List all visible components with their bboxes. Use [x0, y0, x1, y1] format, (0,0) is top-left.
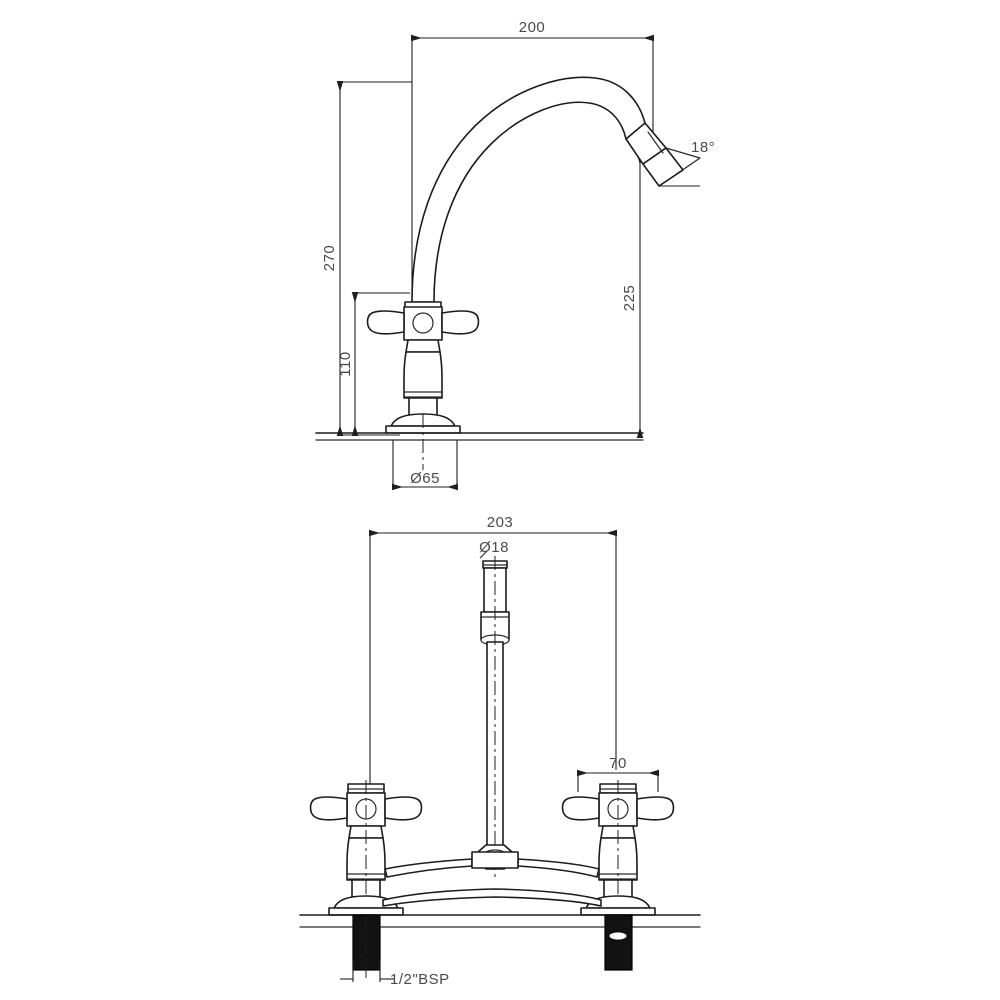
dimension-base-diameter-65: Ø65 — [391, 414, 459, 491]
dimension-thread-bsp: 1/2"BSP — [340, 915, 450, 988]
side-elevation-view: 200 270 110 225 — [315, 19, 715, 491]
dimension-label-70: 70 — [609, 755, 627, 772]
dimension-label-203: 203 — [487, 514, 514, 531]
tap-bridge-body — [382, 851, 602, 907]
spout-arc — [411, 76, 646, 303]
dimension-label-d18: Ø18 — [479, 539, 509, 556]
spout-riser-front — [477, 556, 513, 880]
dimension-label-18deg: 18° — [691, 139, 715, 156]
handle-right-front — [561, 780, 675, 916]
dimension-label-110: 110 — [337, 351, 354, 376]
tap-body-side — [366, 301, 480, 434]
spout-outlet: 18° — [625, 122, 715, 187]
dimension-label-bsp: 1/2"BSP — [390, 971, 450, 988]
dimension-width-203: 203 — [368, 514, 618, 790]
dimension-label-d65: Ø65 — [410, 470, 440, 487]
dimension-height-110: 110 — [337, 291, 410, 437]
dimension-height-225: 225 — [621, 153, 644, 439]
dimension-handle-span-70: 70 — [576, 755, 660, 792]
threaded-shank-right — [604, 914, 633, 971]
top-edge-artifact — [232, 4, 588, 10]
dimension-reach-200: 200 — [410, 19, 655, 430]
deck-line-side — [315, 432, 644, 441]
front-elevation-view: 203 Ø18 — [299, 514, 701, 988]
handle-left-front — [309, 780, 423, 916]
dimension-height-270: 270 — [321, 80, 412, 437]
dimension-label-270: 270 — [321, 245, 338, 272]
dimension-tube-diameter-18: Ø18 — [479, 539, 509, 559]
dimension-label-225: 225 — [621, 285, 638, 312]
dimension-label-200: 200 — [519, 19, 546, 36]
